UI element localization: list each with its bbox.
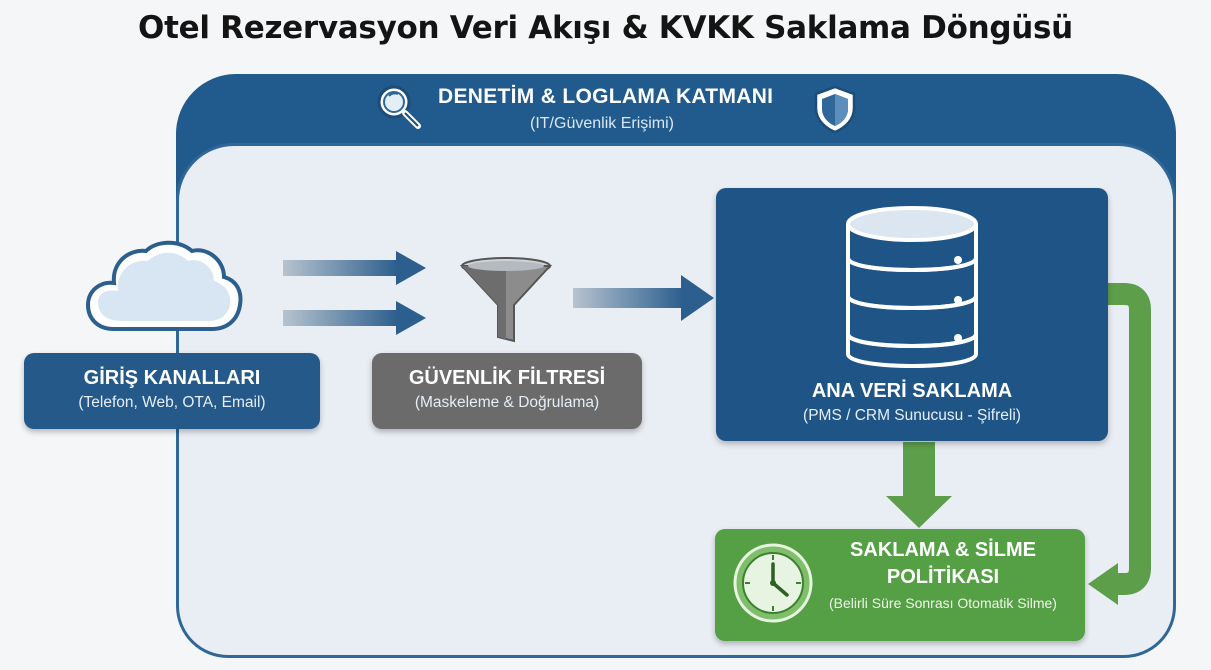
audit-layer-subtitle: (IT/Güvenlik Erişimi)	[530, 115, 675, 132]
cloud-icon	[85, 240, 243, 331]
shield-icon	[814, 85, 856, 134]
arrow-storage-to-retention	[886, 442, 952, 528]
funnel-icon	[460, 257, 552, 343]
retention-title-line1: SAKLAMA & SİLME	[850, 539, 1036, 561]
arrow-input-to-filter-2	[283, 301, 426, 335]
diagram-title: Otel Rezervasyon Veri Akışı & KVKK Sakla…	[138, 10, 1073, 46]
arrow-input-to-filter-1	[283, 251, 426, 285]
input-channels-subtitle: (Telefon, Web, OTA, Email)	[78, 394, 266, 411]
input-channels-box: GİRİŞ KANALLARI (Telefon, Web, OTA, Emai…	[24, 353, 320, 429]
magnifier-icon	[377, 85, 421, 129]
retention-subtitle: (Belirli Süre Sonrası Otomatik Silme)	[829, 595, 1057, 611]
arrow-filter-to-storage	[573, 275, 714, 321]
audit-layer-title: DENETİM & LOGLAMA KATMANI	[438, 85, 774, 108]
main-storage-title: ANA VERİ SAKLAMA	[811, 380, 1013, 402]
security-filter-box: GÜVENLİK FİLTRESİ (Maskeleme & Doğrulama…	[372, 353, 642, 429]
retention-title-line2: POLİTİKASI	[886, 566, 1000, 588]
retention-text: SAKLAMA & SİLME POLİTİKASI (Belirli Süre…	[807, 539, 1079, 611]
main-storage-subtitle: (PMS / CRM Sunucusu - Şifreli)	[803, 407, 1021, 424]
security-filter-subtitle: (Maskeleme & Doğrulama)	[414, 394, 600, 411]
database-icon	[846, 206, 978, 368]
input-channels-title: GİRİŞ KANALLARI	[83, 367, 261, 389]
security-filter-title: GÜVENLİK FİLTRESİ	[408, 367, 606, 389]
arrow-storage-loop-to-retention	[1088, 283, 1151, 605]
clock-icon	[733, 543, 813, 623]
